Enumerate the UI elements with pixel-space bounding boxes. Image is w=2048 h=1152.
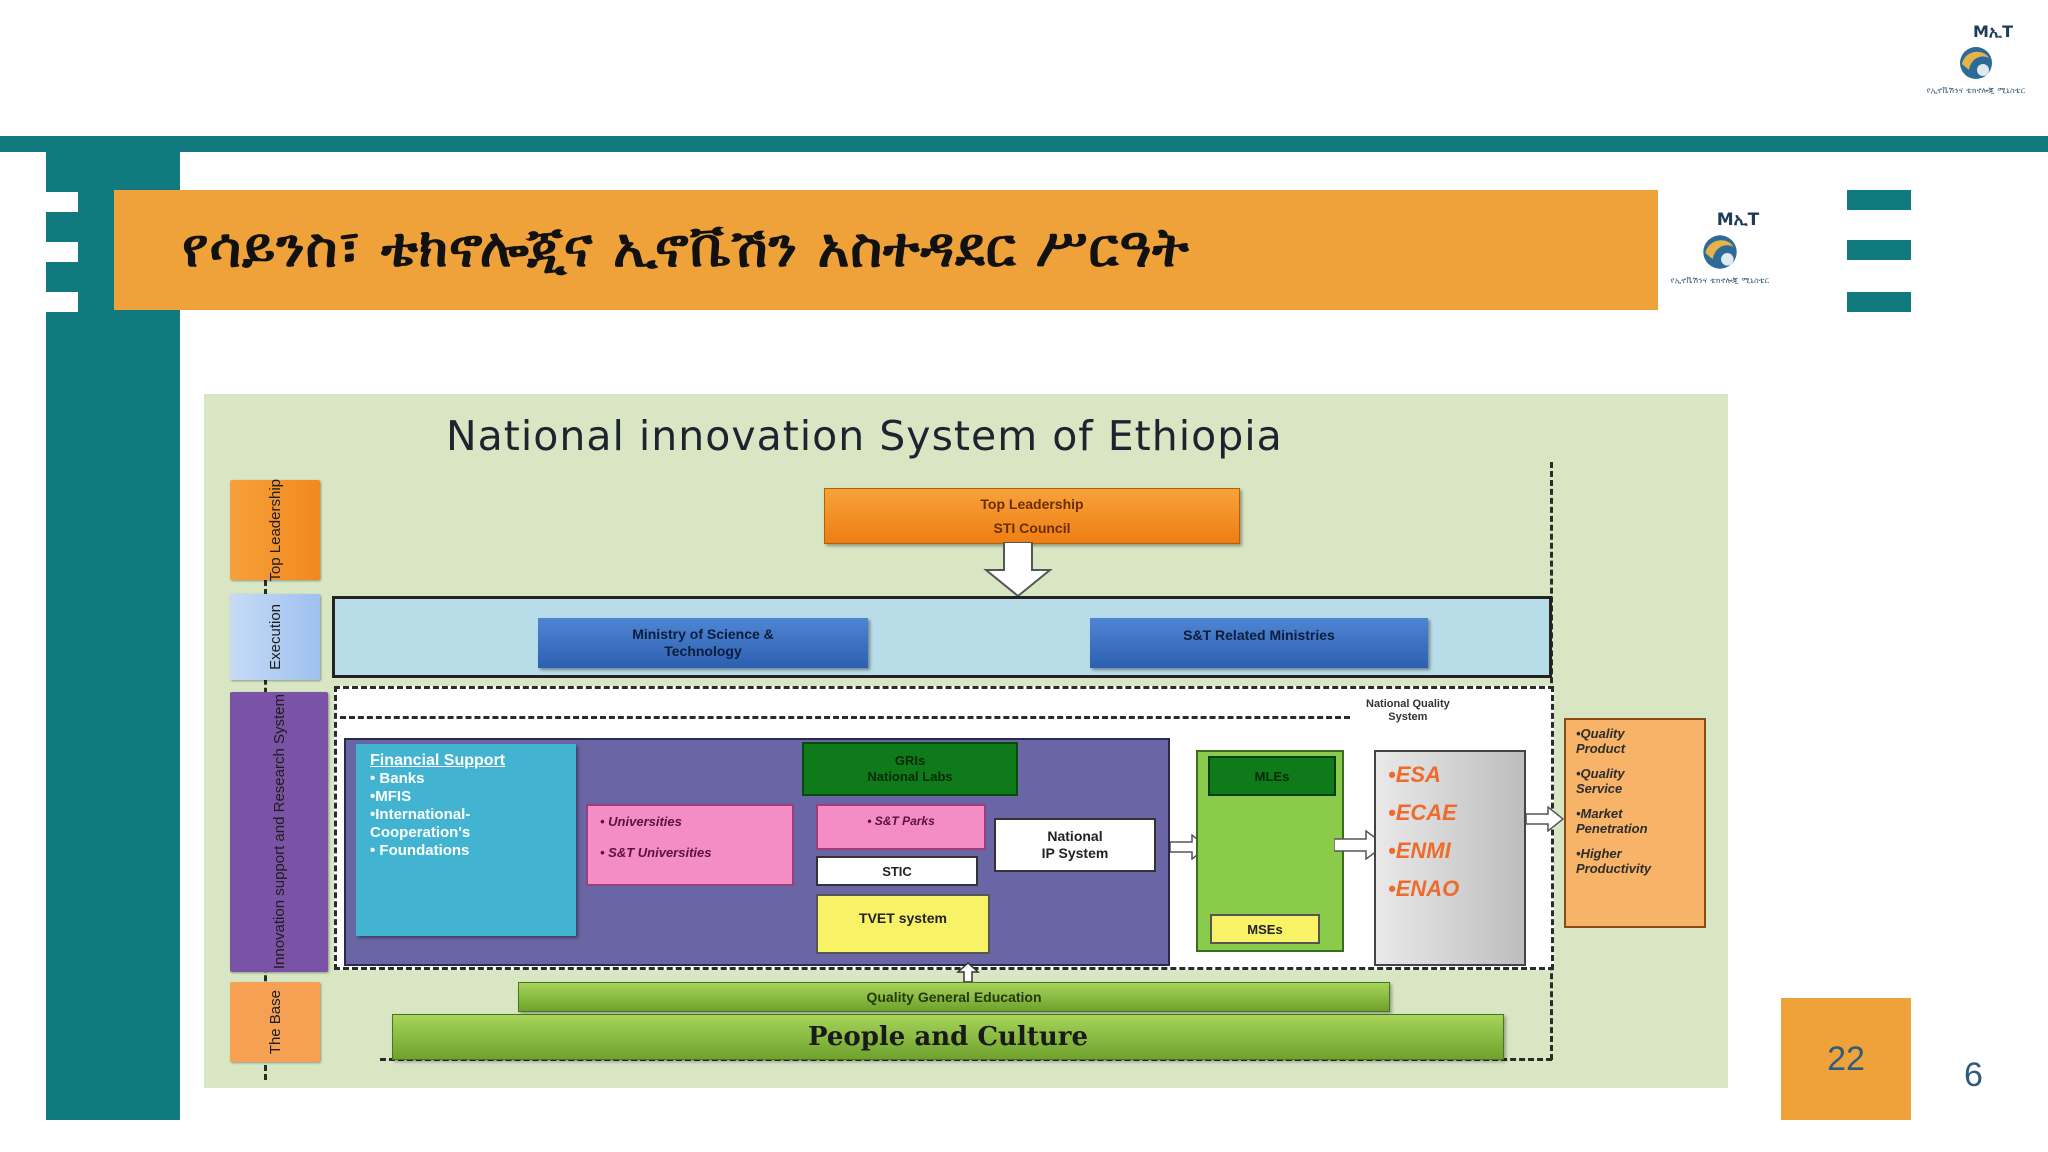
page-badge: 22 (1781, 998, 1911, 1120)
mles-box: MLEs (1208, 756, 1336, 796)
side-tab-top-leadership: Top Leadership (230, 479, 320, 581)
left-notch (46, 192, 78, 212)
quality-system-item: •ECAE (1388, 800, 1457, 825)
arrow-right-icon (1526, 806, 1564, 832)
outcomes-box: •Quality Product •Quality Service •Marke… (1564, 718, 1706, 928)
header-divider-line (0, 136, 2048, 152)
financial-support-box: Financial Support • Banks •MFIS •Interna… (356, 744, 576, 936)
left-sidebar-bar (46, 152, 180, 1120)
quality-system-item: •ESA (1388, 762, 1441, 787)
logo-caption: የኢኖቬሽንና ቴክኖሎጂ ሚኒስቴር (1926, 86, 2026, 95)
st-related-ministries-box: S&T Related Ministries (1090, 618, 1428, 668)
diagram-title: National innovation System of Ethiopia (446, 412, 1283, 460)
side-tab-execution: Execution (230, 594, 320, 680)
title-bar (114, 190, 1658, 310)
outcome-item: •Quality Service (1576, 766, 1625, 796)
mses-box: MSEs (1210, 914, 1320, 944)
right-stripe (1847, 292, 1911, 312)
logo-brand: MኢT (1972, 22, 2013, 41)
quality-system-item: •ENAO (1388, 876, 1460, 901)
side-tab-the-base: The Base (230, 982, 320, 1062)
gris-national-labs-box: GRIs National Labs (802, 742, 1018, 796)
people-and-culture-bar: People and Culture (392, 1014, 1504, 1060)
page-number: 6 (1964, 1056, 1983, 1094)
quality-general-education-bar: Quality General Education (518, 982, 1390, 1012)
outcome-item: •Market Penetration (1576, 806, 1648, 836)
st-parks-box: • S&T Parks (816, 804, 986, 850)
globe-icon (1703, 235, 1737, 269)
logo-caption: የኢኖቬሽንና ቴክኖሎጂ ሚኒስቴር (1670, 276, 1770, 285)
universities-box: • Universities • S&T Universities (586, 804, 794, 886)
logo-title: MኢT የኢኖቬሽንና ቴክኖሎጂ ሚኒስቴር (1658, 210, 1782, 286)
side-tab-innovation-support: Innovation support and Research System (230, 692, 328, 972)
quality-system-box: •ESA •ECAE •ENMI •ENAO (1374, 750, 1526, 966)
tvet-system-box: TVET system (816, 894, 990, 954)
logo-top-right: MኢT የኢኖቬሽንና ቴክኖሎጂ ሚኒስቴር (1916, 22, 2036, 96)
financial-support-item: •MFIS (370, 788, 412, 805)
financial-support-title: Financial Support (370, 752, 506, 769)
globe-icon (1960, 47, 1992, 79)
financial-support-item: Cooperation's (370, 824, 471, 841)
left-notch (46, 242, 78, 262)
logo-brand: MኢT (1716, 210, 1760, 230)
quality-system-item: •ENMI (1388, 838, 1451, 863)
right-stripe (1847, 190, 1911, 210)
outcome-item: •Higher Productivity (1576, 846, 1652, 876)
financial-support-item: • Banks (370, 770, 425, 787)
financial-support-item: • Foundations (370, 842, 470, 859)
national-quality-system-label: National Quality System (1366, 698, 1450, 723)
down-arrow-icon (983, 542, 1053, 598)
top-leadership-box: Top Leadership STI Council (824, 488, 1240, 544)
slide-title: የሳይንስ፣ ቴክኖሎጂና ኢኖቬሽን አስተዳደር ሥርዓት (182, 216, 1190, 279)
right-stripe (1847, 240, 1911, 260)
ministry-science-technology-box: Ministry of Science & Technology (538, 618, 868, 668)
outcome-item: •Quality Product (1576, 726, 1626, 756)
national-ip-system-box: National IP System (994, 818, 1156, 872)
page-badge-number: 22 (1827, 1039, 1865, 1078)
up-arrow-icon (956, 962, 980, 982)
left-notch (46, 292, 78, 312)
stic-box: STIC (816, 856, 978, 886)
financial-support-item: •International- (370, 806, 471, 823)
inner-dashed-line (340, 716, 1350, 719)
